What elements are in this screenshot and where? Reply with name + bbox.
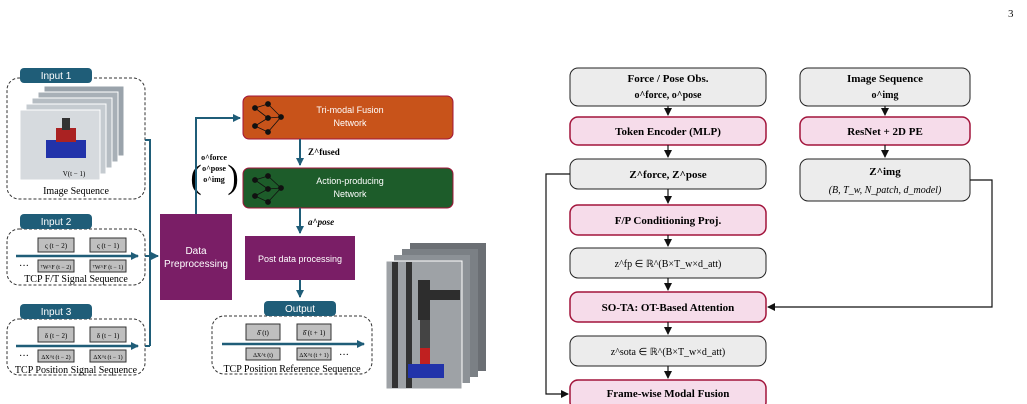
out-cell-top-1 xyxy=(245,323,281,341)
page-number: 3 xyxy=(1008,8,1014,20)
output-caption: TCP Position Reference Sequence xyxy=(223,364,361,375)
ft-cell-bottom-1-text: ᵀW^F (t − 2) xyxy=(41,264,72,271)
pos-cell-bottom-1 xyxy=(37,349,75,363)
ft-cell-bottom-2-text: ᵀW^F (t − 1) xyxy=(93,264,124,271)
fusion-network-line2: Network xyxy=(333,118,367,128)
image-sequence-title: Image Sequence xyxy=(847,73,923,85)
pos-ellipsis: ··· xyxy=(19,351,29,362)
fp-conditioning-label: F/P Conditioning Proj. xyxy=(615,215,722,227)
out-cell-top-1-text: δ̂ (t) xyxy=(257,329,269,337)
action-network-line1: Action-producing xyxy=(316,176,384,186)
data-preprocessing-block xyxy=(160,214,232,300)
out-ellipsis: ··· xyxy=(339,350,349,361)
out-cell-top-2 xyxy=(296,323,332,341)
z-fp-label: z^fp ∈ ℝ^(B×T_w×d_att) xyxy=(615,259,722,270)
pos-cell-top-1-text: δ (t − 2) xyxy=(45,332,68,340)
fusion-network-block xyxy=(242,95,454,140)
input1-caption: Image Sequence xyxy=(43,186,109,197)
pos-cell-bottom-2-text: ΔX^t (t − 1) xyxy=(93,354,122,361)
out-cell-bottom-1 xyxy=(245,347,281,361)
ft-ellipsis: ··· xyxy=(19,261,29,272)
image-sequence-var: o^img xyxy=(872,90,899,101)
out-cell-bottom-2 xyxy=(296,347,332,361)
z-img-label: Z^img xyxy=(869,166,901,178)
force-pose-title: Force / Pose Obs. xyxy=(627,73,708,85)
pos-cell-top-1 xyxy=(37,326,75,343)
obs-img: o^img xyxy=(203,175,225,184)
token-encoder-label: Token Encoder (MLP) xyxy=(615,126,721,138)
ft-cell-top-1-text: ς (t − 2) xyxy=(45,242,68,250)
observation-paren-right: ) xyxy=(227,159,238,196)
pos-cell-top-2-text: δ (t − 1) xyxy=(97,332,120,340)
input3-tag xyxy=(20,304,92,319)
obs-force: o^force xyxy=(201,153,227,162)
image-frame-label: V(t − 1) xyxy=(63,170,86,178)
action-network-line2: Network xyxy=(333,189,367,199)
network-icon xyxy=(252,101,284,135)
frame-wise-fusion-block xyxy=(569,379,767,404)
ft-cell-top-2-text: ς (t − 1) xyxy=(97,242,120,250)
frame-wise-fusion-label: Frame-wise Modal Fusion xyxy=(607,388,730,400)
input1-label: Input 1 xyxy=(41,71,72,82)
z-force-pose-label: Z^force, Z^pose xyxy=(629,169,706,181)
image-to-sota-arrow xyxy=(767,179,993,311)
output-tag xyxy=(264,301,336,316)
action-network-block xyxy=(242,167,454,209)
resnet-label: ResNet + 2D PE xyxy=(847,126,923,138)
ft-cell-bottom-1 xyxy=(37,259,75,273)
out-cell-top-2-text: δ̂ (t + 1) xyxy=(303,329,326,337)
out-cell-bottom-2-text: ΔX^t (t + 1) xyxy=(299,352,328,359)
input2-caption: TCP F/T Signal Sequence xyxy=(24,274,128,285)
fusion-network-line1: Tri-modal Fusion xyxy=(316,105,383,115)
skip-connection-arrow xyxy=(545,173,570,398)
data-preprocessing-line1: Data xyxy=(185,246,207,257)
ft-cell-top-2 xyxy=(89,237,127,253)
out-cell-bottom-1-text: ΔX^t (t) xyxy=(253,352,273,359)
input3-caption: TCP Position Signal Sequence xyxy=(15,365,138,376)
z-fused-label: Z^fused xyxy=(308,147,340,157)
ft-cell-bottom-2 xyxy=(89,259,127,273)
obs-pose: o^pose xyxy=(202,164,226,173)
z-img-shape: (B, T_w, N_patch, d_model) xyxy=(829,185,942,196)
sota-attention-label: SO-TA: OT-Based Attention xyxy=(602,302,735,314)
robot-photo-stack xyxy=(385,243,486,390)
ft-cell-top-1 xyxy=(37,237,75,253)
force-pose-vars: o^force, o^pose xyxy=(635,90,703,101)
input3-label: Input 3 xyxy=(41,307,72,318)
pos-cell-bottom-2 xyxy=(89,349,127,363)
input2-label: Input 2 xyxy=(41,217,72,228)
post-processing-block xyxy=(245,236,355,280)
a-pose-label: a^pose xyxy=(308,217,334,227)
input2-tag xyxy=(20,214,92,229)
network-icon-2 xyxy=(252,173,284,205)
image-sequence-stack xyxy=(19,85,125,181)
pos-cell-top-2 xyxy=(89,326,127,343)
z-sota-label: z^sota ∈ ℝ^(B×T_w×d_att) xyxy=(611,347,726,358)
input1-tag xyxy=(20,68,92,83)
post-processing-label: Post data processing xyxy=(258,254,342,264)
pos-cell-bottom-1-text: ΔX^t (t − 2) xyxy=(41,354,70,361)
data-preprocessing-line2: Preprocessing xyxy=(164,259,228,270)
output-label: Output xyxy=(285,304,315,315)
